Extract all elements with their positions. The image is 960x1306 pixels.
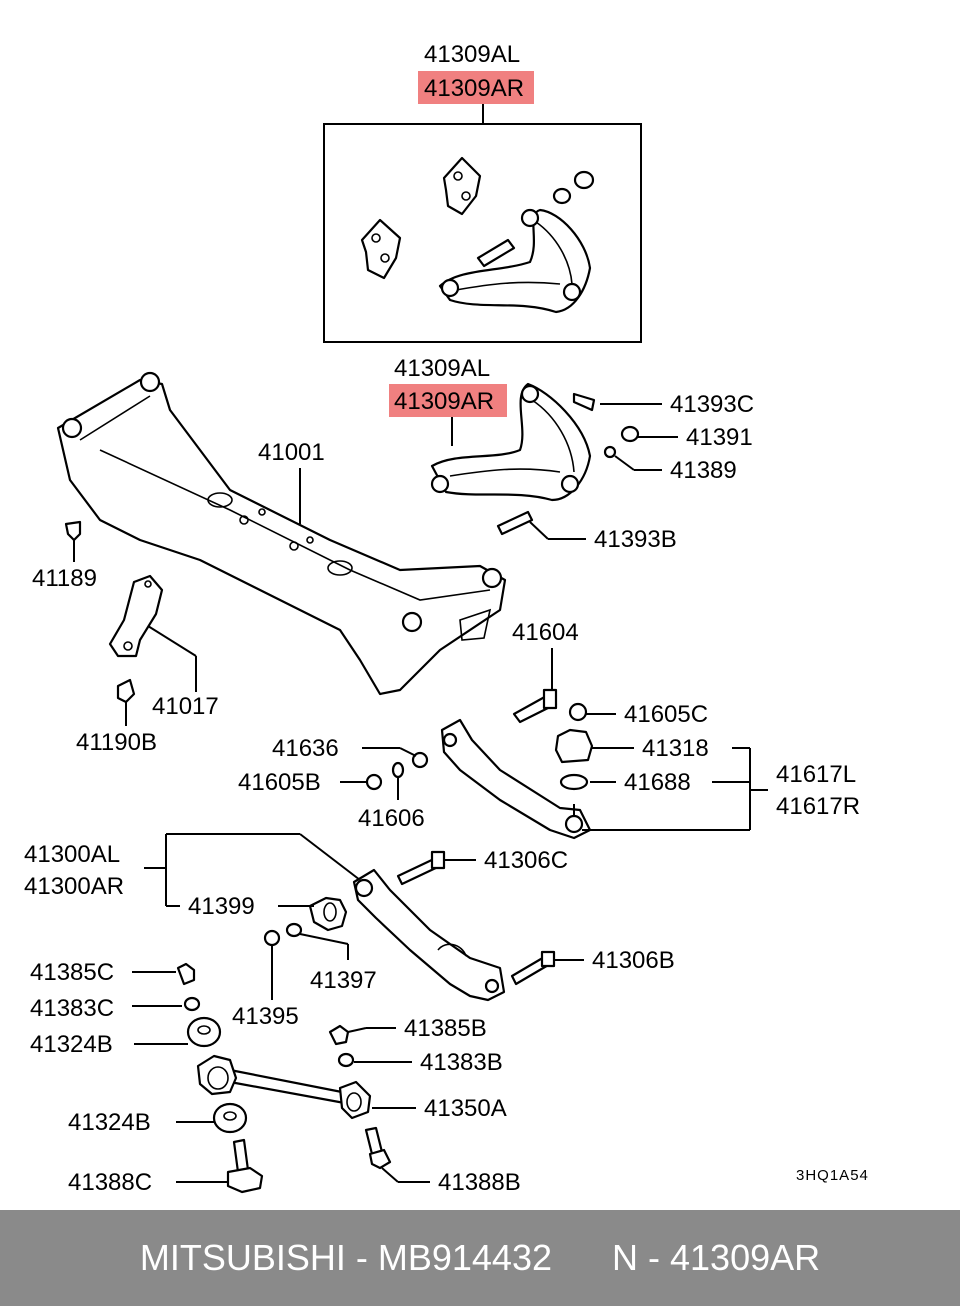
upper-arm-drawing bbox=[430, 382, 592, 502]
label-41605B[interactable]: 41605B bbox=[238, 769, 321, 796]
footer-brand: MITSUBISHI bbox=[139, 1237, 346, 1278]
label-41383B[interactable]: 41383B bbox=[420, 1049, 503, 1076]
label-41395[interactable]: 41395 bbox=[232, 1003, 299, 1030]
label-41399[interactable]: 41399 bbox=[188, 893, 255, 920]
label-41605C[interactable]: 41605C bbox=[624, 701, 708, 728]
label-41617L[interactable]: 41617L bbox=[776, 761, 856, 788]
label-41017[interactable]: 41017 bbox=[152, 693, 219, 720]
diagram-code: 3HQ1A54 bbox=[796, 1167, 869, 1184]
label-41300AL[interactable]: 41300AL bbox=[24, 841, 120, 868]
highlight-mid bbox=[389, 384, 507, 417]
label-41383C[interactable]: 41383C bbox=[30, 995, 114, 1022]
label-41688[interactable]: 41688 bbox=[624, 769, 691, 796]
label-41388B[interactable]: 41388B bbox=[438, 1169, 521, 1196]
label-41604[interactable]: 41604 bbox=[512, 619, 579, 646]
label-41397[interactable]: 41397 bbox=[310, 967, 377, 994]
label-41324B-b[interactable]: 41324B bbox=[68, 1109, 151, 1136]
label-41309AR-mid[interactable]: 41309AR bbox=[394, 388, 494, 415]
label-41190B[interactable]: 41190B bbox=[76, 729, 157, 756]
footer-separator: - bbox=[345, 1237, 378, 1278]
highlight-top bbox=[418, 71, 534, 104]
label-41389[interactable]: 41389 bbox=[670, 457, 737, 484]
label-41309AL-mid[interactable]: 41309AL bbox=[394, 355, 490, 382]
label-41324B-a[interactable]: 41324B bbox=[30, 1031, 113, 1058]
footer-gap bbox=[552, 1237, 612, 1279]
label-41617R[interactable]: 41617R bbox=[776, 793, 860, 820]
footer-part-number[interactable]: MB914432 bbox=[377, 1237, 552, 1278]
lower-arm-drawing bbox=[352, 868, 506, 1002]
label-41309AL-top[interactable]: 41309AL bbox=[424, 41, 520, 68]
label-41636[interactable]: 41636 bbox=[272, 735, 339, 762]
label-41385B[interactable]: 41385B bbox=[404, 1015, 487, 1042]
footer-ref-number[interactable]: 41309AR bbox=[670, 1237, 821, 1278]
label-41393B[interactable]: 41393B bbox=[594, 526, 677, 553]
parts-diagram: 41309AL 41309AR 41309AL 41309AR 41393C 4… bbox=[24, 41, 869, 1196]
crossmember-drawing bbox=[56, 371, 507, 696]
footer-separator-2: - bbox=[638, 1237, 671, 1278]
label-41001[interactable]: 41001 bbox=[258, 439, 325, 466]
trailing-link-drawing bbox=[196, 1054, 372, 1120]
label-41606[interactable]: 41606 bbox=[358, 805, 425, 832]
label-41391[interactable]: 41391 bbox=[686, 424, 753, 451]
inset-box bbox=[323, 123, 642, 343]
label-41309AR-top[interactable]: 41309AR bbox=[424, 75, 524, 102]
label-41306C[interactable]: 41306C bbox=[484, 847, 568, 874]
label-41388C[interactable]: 41388C bbox=[68, 1169, 152, 1196]
label-41306B[interactable]: 41306B bbox=[592, 947, 675, 974]
label-41385C[interactable]: 41385C bbox=[30, 959, 114, 986]
upper-arm-kit-drawing bbox=[360, 156, 595, 314]
label-41300AR[interactable]: 41300AR bbox=[24, 873, 124, 900]
label-41189[interactable]: 41189 bbox=[32, 565, 97, 592]
label-41393C[interactable]: 41393C bbox=[670, 391, 754, 418]
footer-bar: MITSUBISHI - MB914432 N - 41309AR bbox=[0, 1210, 960, 1306]
label-41318[interactable]: 41318 bbox=[642, 735, 709, 762]
label-41350A[interactable]: 41350A bbox=[424, 1095, 507, 1122]
footer-ref-prefix: N bbox=[612, 1237, 639, 1278]
